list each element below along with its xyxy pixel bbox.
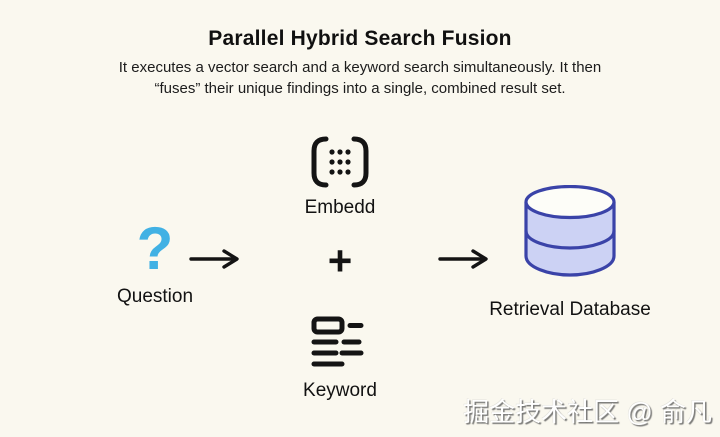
- page-title: Parallel Hybrid Search Fusion: [208, 27, 512, 50]
- page-subtitle: It executes a vector search and a keywor…: [0, 57, 720, 99]
- arrow-right-icon: [189, 249, 239, 269]
- arrow-right-icon: [438, 249, 488, 269]
- watermark: 掘金技术社区 @ 俞凡: [463, 397, 712, 427]
- embedding-label: Embedd: [304, 197, 376, 218]
- database-cylinder-icon: [524, 185, 616, 277]
- subtitle-line-1: It executes a vector search and a keywor…: [118, 59, 602, 76]
- dots-grid: [329, 149, 351, 175]
- embedding-node: Embedd: [280, 135, 400, 219]
- subtitle-line-2: “fuses” their unique findings into a sin…: [154, 80, 566, 97]
- dots-grid-in-brackets-icon: [311, 136, 369, 188]
- keyword-label: Keyword: [303, 380, 377, 401]
- plus-icon: +: [327, 237, 353, 284]
- keyword-node: Keyword: [280, 316, 400, 402]
- retrieval-database-node: Retrieval Database: [470, 185, 670, 321]
- text-lines-icon: [311, 316, 364, 367]
- question-label: Question: [116, 286, 194, 307]
- question-node: ? Question: [95, 218, 215, 308]
- question-mark-icon: ?: [136, 215, 174, 282]
- retrieval-database-label: Retrieval Database: [489, 299, 651, 320]
